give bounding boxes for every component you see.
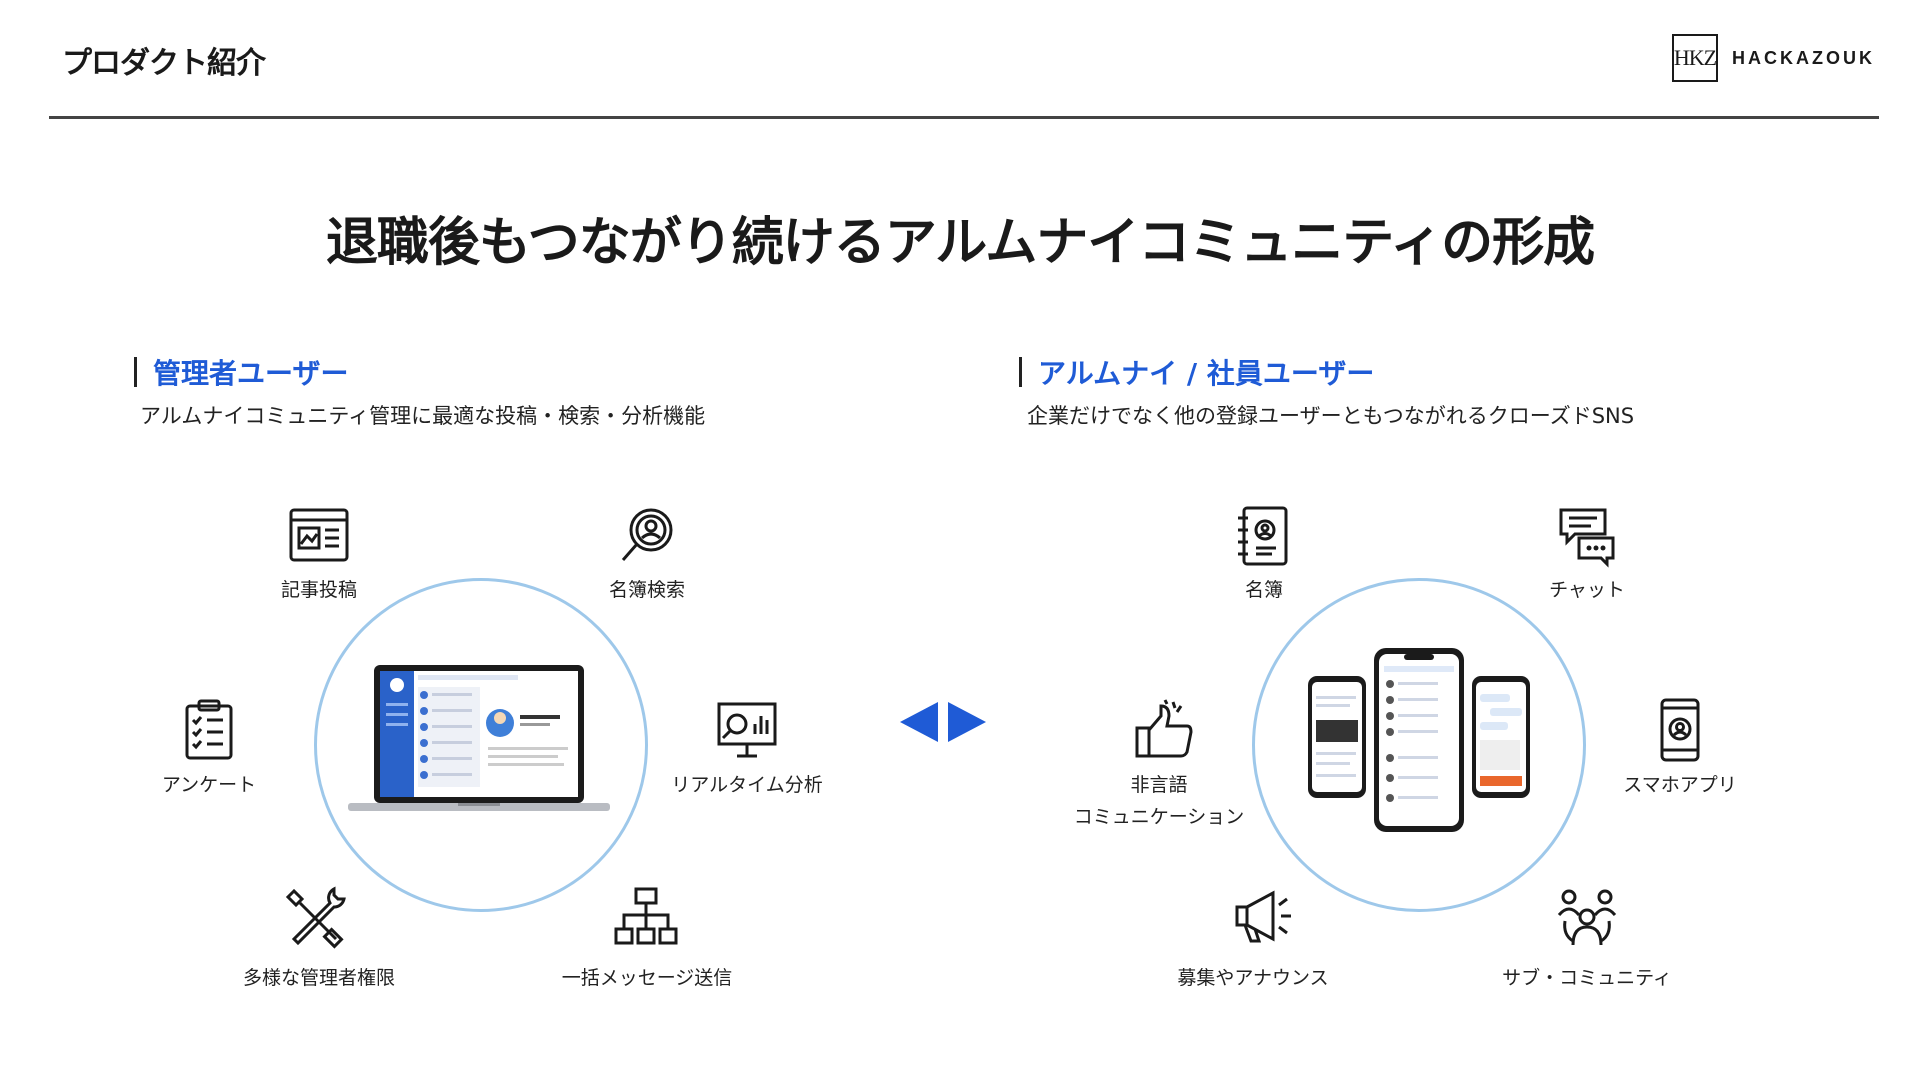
group-icon [1557, 889, 1617, 946]
hierarchy-icon [614, 887, 678, 945]
analytics-presentation-icon [717, 702, 777, 758]
chat-bubbles-icon [1559, 508, 1615, 568]
company-logo: HKZ HACKAZOUK [1672, 34, 1875, 82]
feature-label-bulk-message: 一括メッセージ送信 [561, 967, 733, 989]
header-divider [49, 116, 1879, 119]
feature-label-nonverbal-line2: コミュニケーション [1073, 806, 1245, 828]
address-book-icon [1238, 506, 1288, 566]
megaphone-icon [1235, 890, 1291, 943]
user-search-icon [621, 508, 673, 561]
feature-label-survey: アンケート [161, 774, 257, 796]
logo-text: HACKAZOUK [1732, 47, 1875, 68]
admin-subtitle: アルムナイコミュニティ管理に最適な投稿・検索・分析機能 [140, 404, 706, 428]
heading-bar [1019, 357, 1022, 387]
feature-label-nonverbal: 非言語 [1130, 774, 1188, 796]
main-title: 退職後もつながり続けるアルムナイコミュニティの形成 [325, 213, 1595, 273]
feature-label-sub-community: サブ・コミュニティ [1502, 967, 1672, 989]
member-circle [1252, 578, 1586, 912]
page-header-title: プロダクト紹介 [62, 46, 266, 81]
smartphone-icon [1660, 698, 1700, 762]
admin-circle [314, 578, 648, 912]
clipboard-checklist-icon [185, 699, 233, 760]
feature-label-analytics: リアルタイム分析 [671, 774, 823, 796]
admin-heading-text: 管理者ユーザー [153, 357, 349, 390]
bidirectional-arrows-icon [900, 702, 986, 742]
article-icon [289, 508, 349, 562]
admin-section-heading: 管理者ユーザー [134, 352, 348, 392]
laptop-screenshot [348, 665, 610, 811]
feature-label-mobile-app: スマホアプリ [1623, 774, 1737, 796]
thumbs-up-icon [1135, 699, 1193, 758]
heading-bar [134, 357, 137, 387]
member-subtitle: 企業だけでなく他の登録ユーザーともつながれるクローズドSNS [1027, 404, 1635, 428]
feature-label-directory: 名簿 [1244, 579, 1283, 601]
feature-label-article: 記事投稿 [280, 579, 357, 601]
feature-label-chat: チャット [1549, 579, 1625, 601]
feature-label-announcement: 募集やアナウンス [1177, 967, 1329, 989]
member-section-heading: アルムナイ / 社員ユーザー [1019, 352, 1374, 392]
tools-icon [285, 886, 346, 949]
logo-mark: HKZ [1672, 34, 1718, 82]
feature-label-permissions: 多様な管理者権限 [242, 967, 395, 989]
member-heading-text: アルムナイ / 社員ユーザー [1038, 357, 1375, 390]
smartphone-screenshots [1308, 648, 1530, 832]
feature-label-search: 名簿検索 [608, 579, 685, 601]
